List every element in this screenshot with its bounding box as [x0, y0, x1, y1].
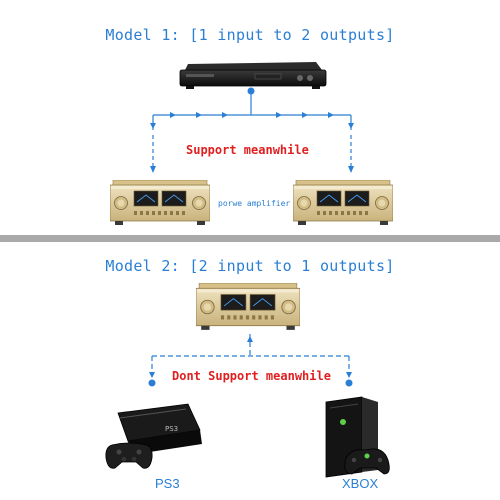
xbox-console-icon: [325, 396, 390, 478]
model-1-arrowheads: [150, 112, 354, 173]
model-2-title: Model 2: [2 input to 1 outputs]: [105, 257, 395, 275]
ps3-label: PS3: [155, 476, 180, 491]
amplifier-label: porwe amplifier: [218, 199, 291, 208]
amplifier-right-icon: [293, 180, 393, 226]
ps3-console-icon: PS3: [105, 403, 202, 469]
dvd-player-icon: [179, 62, 327, 89]
xbox-label: XBOX: [342, 476, 379, 491]
section-divider: [0, 235, 500, 242]
model-1-support-label: Support meanwhile: [186, 143, 309, 157]
amplifier-output-icon: [196, 283, 300, 331]
svg-text:PS3: PS3: [165, 425, 178, 433]
model-2-support-label: Dont Support meanwhile: [172, 369, 331, 383]
model-1-connection-lines: [152, 87, 352, 170]
model-2-arrowheads: [148, 336, 353, 387]
amplifier-left-icon: [110, 180, 210, 226]
model-1-title: Model 1: [1 input to 2 outputs]: [105, 26, 395, 44]
